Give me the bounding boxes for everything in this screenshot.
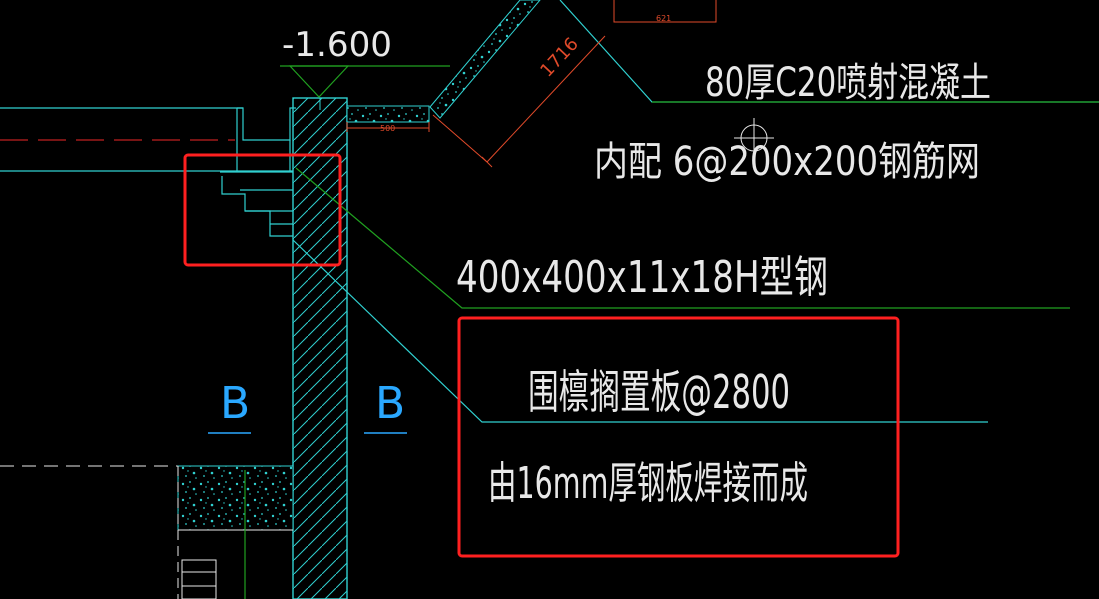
dimension-slope-label: 1716	[536, 34, 583, 82]
left-soil-lines	[0, 107, 293, 467]
section-label-right: B	[375, 378, 405, 429]
note-concrete: 80厚C20喷射混凝土	[705, 60, 991, 106]
note-purlin-plate: 围檩搁置板@2800	[528, 365, 790, 419]
note-welded-plate: 由16mm厚钢板焊接而成	[488, 458, 808, 509]
section-marker-right: B	[364, 378, 407, 434]
elevation-label: -1.600	[282, 25, 392, 65]
h-steel-bracket	[220, 107, 296, 237]
dimension-621-label: 621	[656, 14, 671, 23]
dimension-lines	[346, 0, 717, 168]
elevation-marker	[280, 65, 450, 98]
leader-lines	[244, 101, 1099, 599]
section-leader	[292, 239, 988, 423]
section-label-left: B	[220, 378, 250, 429]
cad-crosshair-cursor	[734, 118, 774, 158]
highlight-box-notes	[457, 316, 900, 558]
note-mesh: 内配 6@200x200钢筋网	[594, 139, 980, 185]
dimension-500-label: 500	[380, 124, 395, 133]
lower-structure	[177, 466, 293, 599]
shotcrete-layer	[177, 0, 541, 531]
retaining-wall	[292, 97, 348, 599]
note-h-steel: 400x400x11x18H型钢	[456, 252, 828, 303]
section-marker-left: B	[208, 378, 251, 434]
highlight-box-bracket	[183, 153, 342, 267]
